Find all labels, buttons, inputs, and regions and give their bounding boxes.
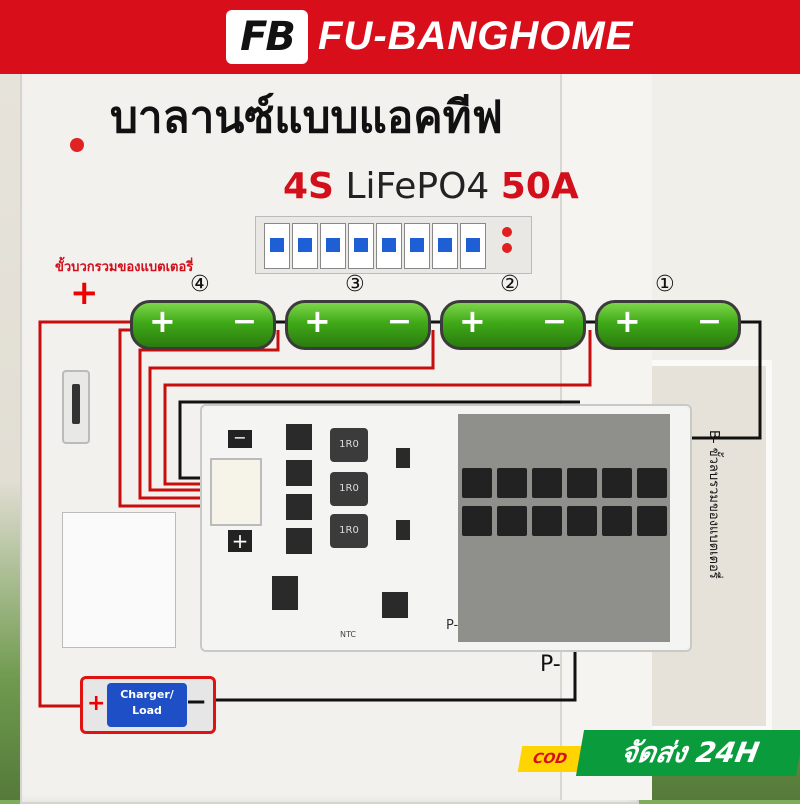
mosfet — [602, 506, 632, 536]
cell-positive: + — [459, 302, 486, 340]
cell-negative: − — [696, 304, 722, 339]
breaker-switch — [376, 223, 402, 269]
breaker-switch — [460, 223, 486, 269]
breaker-switch — [264, 223, 290, 269]
cell-negative: − — [231, 304, 257, 339]
product-spec: 4S LiFePO4 50A — [283, 166, 579, 207]
spec-series: 4S — [283, 166, 334, 207]
charger-load-block: + Charger/ Load − — [80, 676, 216, 734]
pack-positive-label: ขั้วบวกรวมของแบตเตอรี่ — [55, 260, 194, 275]
spec-chemistry: LiFePO4 — [345, 166, 490, 207]
charger-label-line1: Charger/ — [120, 688, 174, 701]
charger-label-line2: Load — [132, 704, 162, 717]
breaker-switch — [292, 223, 318, 269]
circuit-breaker-panel — [255, 216, 532, 274]
battery-cell-1: + − — [595, 300, 741, 350]
header-banner: FB FU-BANGHOME — [0, 0, 800, 74]
cabinet-schematic-sticker — [62, 512, 176, 648]
pcb-minus-marking: − — [228, 430, 252, 448]
charger-load-label: Charger/ Load — [107, 683, 187, 727]
cell-positive: + — [614, 302, 641, 340]
pcb-p-minus-label: P- — [446, 618, 459, 633]
cell-number: ② — [500, 272, 520, 297]
cod-tag: COD — [517, 746, 583, 772]
heatsink-pad — [458, 414, 670, 642]
balance-connector — [210, 458, 262, 526]
breaker-indicator — [502, 243, 512, 253]
cell-positive: + — [304, 302, 331, 340]
power-ic — [382, 592, 408, 618]
cell-negative: − — [386, 304, 412, 339]
cell-positive: + — [149, 302, 176, 340]
mosfet — [532, 468, 562, 498]
breaker-switch — [432, 223, 458, 269]
small-ic — [396, 520, 410, 540]
inductor: 1R0 — [330, 472, 368, 506]
cell-number: ④ — [190, 272, 210, 297]
inductor: 1R0 — [330, 428, 368, 462]
mosfet — [462, 506, 492, 536]
mosfet — [497, 506, 527, 536]
mosfet — [532, 506, 562, 536]
p-minus-label: P- — [540, 652, 561, 677]
cell-number: ③ — [345, 272, 365, 297]
cell-number: ① — [655, 272, 675, 297]
cell-negative: − — [541, 304, 567, 339]
mosfet — [497, 468, 527, 498]
transistor-chip — [286, 494, 312, 520]
battery-cell-2: + − — [440, 300, 586, 350]
controller-ic — [272, 576, 298, 610]
breaker-switch — [348, 223, 374, 269]
transistor-chip — [286, 528, 312, 554]
brand-name: FU-BANGHOME — [318, 14, 634, 58]
brand-logo-text: FB — [240, 14, 296, 60]
shipping-badge: จัดส่ง 24H — [575, 730, 800, 776]
battery-cell-4: + − — [130, 300, 276, 350]
cabinet-handle — [62, 370, 90, 444]
transistor-chip — [286, 424, 312, 450]
transistor-chip — [286, 460, 312, 486]
breaker-indicator — [502, 227, 512, 237]
mosfet — [567, 506, 597, 536]
b-minus-label: B- ขั้วลบรวมของแบตเตอรี่ — [706, 430, 721, 579]
spec-current: 50A — [500, 166, 579, 207]
charger-negative: − — [185, 687, 207, 717]
indicator-light — [70, 138, 84, 152]
pack-positive-symbol: + — [70, 273, 99, 313]
battery-cell-3: + − — [285, 300, 431, 350]
small-ic — [396, 448, 410, 468]
product-title: บาลานซ์แบบแอคทีฟ — [110, 92, 503, 143]
charger-positive: + — [87, 691, 106, 716]
mosfet — [602, 468, 632, 498]
mosfet — [567, 468, 597, 498]
breaker-switch — [320, 223, 346, 269]
promo-badge: COD จัดส่ง 24H — [517, 728, 800, 778]
inductor: 1R0 — [330, 514, 368, 548]
mosfet — [637, 506, 667, 536]
mosfet — [462, 468, 492, 498]
breaker-switch — [404, 223, 430, 269]
mosfet — [637, 468, 667, 498]
brand-logo: FB — [226, 10, 308, 64]
pcb-plus-marking: + — [228, 530, 252, 552]
ntc-label: NTC — [340, 630, 356, 639]
